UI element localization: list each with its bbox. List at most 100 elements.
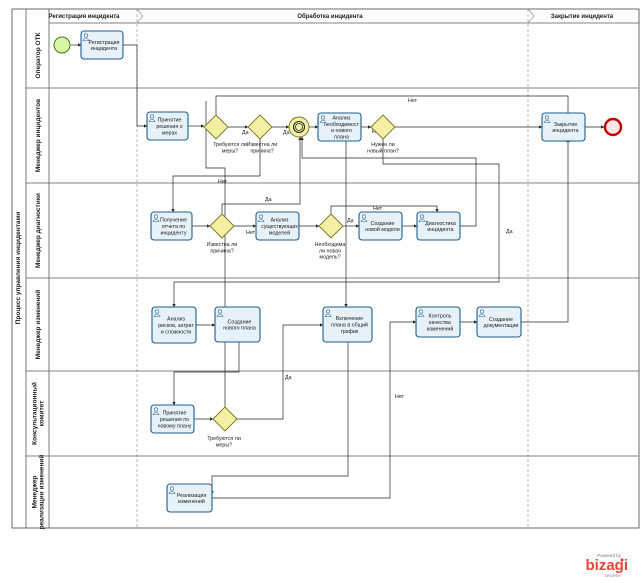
gateway-g5-label-line: причина? (210, 248, 233, 254)
lane-l4-label: Менеджер изменений (34, 290, 42, 360)
task-t13-line: документации (484, 323, 519, 329)
exclusive-gateway-shape[interactable] (247, 114, 273, 140)
user-icon (360, 214, 368, 222)
flow-g1-close-no (215, 95, 570, 117)
gateway-g1-label-line: меры? (222, 148, 238, 154)
exclusive-gateway-shape[interactable] (370, 114, 396, 140)
task-box[interactable] (358, 211, 403, 241)
task-box[interactable] (416, 211, 461, 241)
task-t4-line: Закрытие (554, 122, 578, 128)
user-icon (168, 486, 176, 494)
task-box[interactable] (541, 112, 586, 142)
label-g2-yes: Да (283, 130, 290, 136)
task-box[interactable] (214, 306, 261, 343)
task-box[interactable] (150, 404, 195, 434)
exclusive-gateway-shape[interactable] (318, 213, 344, 239)
task-t10-line: Создание (228, 319, 252, 325)
task-t7-line: Создание (371, 221, 395, 227)
task-box[interactable] (415, 306, 461, 338)
task-t2-line: Принятие (158, 118, 182, 124)
user-icon (152, 214, 160, 222)
label-g6-yes: Да (347, 218, 354, 224)
task-box[interactable] (146, 111, 189, 141)
task-t9-line: рисков, затрат (158, 323, 194, 329)
task-t12-line: Контроль (428, 314, 451, 320)
task-t5-line: отчета по (162, 224, 185, 230)
task-t9-line: Анализ (167, 317, 185, 323)
task-t6-line: Анализ (271, 218, 289, 224)
exclusive-gateway-shape[interactable] (203, 114, 229, 140)
gateway-g7-label-line: меры? (216, 442, 232, 448)
label-g1-yes: Да (242, 130, 249, 136)
user-icon (478, 309, 486, 317)
task-box[interactable] (80, 30, 124, 60)
gateway-g2-label-line: Известна ли (247, 142, 277, 148)
task-t3-line: Анализ (333, 115, 351, 121)
task-box[interactable] (166, 483, 213, 513)
logo-powered: Powered by (597, 553, 622, 558)
merge-gateway-shape[interactable] (288, 116, 310, 138)
pool: Процесс управления инцидентами (11, 8, 640, 529)
task-t15-line: Реализация (177, 493, 207, 499)
task-t11-line: Включение (336, 316, 363, 322)
task-box[interactable] (150, 211, 193, 241)
task-box[interactable] (322, 306, 373, 343)
task-t13-line: Создание (489, 317, 513, 323)
task-box[interactable] (476, 306, 522, 338)
end-event[interactable] (603, 117, 623, 137)
task-t3-line: необходимост (324, 122, 359, 128)
exclusive-gateway-shape[interactable] (209, 213, 235, 239)
task-t12-line: качества (429, 320, 451, 326)
label-g7-yes: Да (285, 375, 292, 381)
user-icon (148, 114, 156, 122)
gateway-g7-label-line: Требуются ли (207, 436, 241, 442)
task-t8-line: Диагностика (425, 221, 456, 227)
lane-label-line: Оператор ОТК (35, 32, 42, 78)
exclusive-gateway-shape[interactable] (212, 406, 238, 432)
user-icon (417, 309, 425, 317)
task-t3-line: и нового (331, 128, 352, 134)
flow-newplan-decision (172, 342, 240, 406)
start-event[interactable] (53, 36, 71, 54)
phase-closing: Закрытие инцидента (551, 14, 614, 20)
task-t1-line: инцидента (91, 46, 117, 52)
task-box[interactable] (255, 211, 300, 241)
flow-g5-merge-yes (221, 136, 302, 214)
label-g4-yes: Да (506, 229, 513, 235)
task-t6-line: моделей (269, 229, 290, 236)
task-t10-line: нового плана (223, 326, 256, 332)
gateway-g3[interactable] (288, 116, 310, 138)
task-box[interactable] (151, 306, 197, 344)
task-t14-line: решения по (160, 417, 189, 423)
lane-label-line: реализации изменений (38, 455, 46, 530)
flow-register-decision (123, 44, 148, 128)
task-box[interactable] (317, 112, 362, 142)
label-g1-no: Нет (408, 98, 418, 104)
lane-label-line: Менеджер (32, 476, 39, 509)
